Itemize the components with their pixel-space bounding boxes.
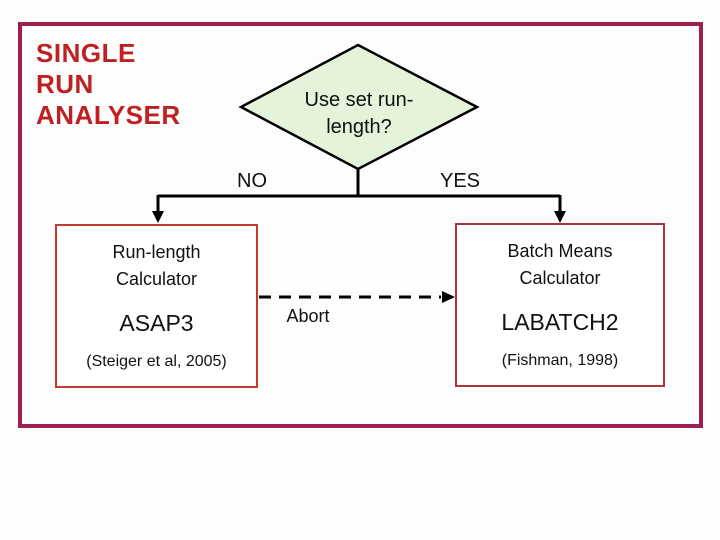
branch-connector-lines <box>156 168 562 212</box>
arrow-down-left-icon <box>152 211 164 223</box>
box-name: Run-length Calculator <box>112 242 201 289</box>
slide-title-line: RUN <box>36 69 94 99</box>
box-tool: ASAP3 <box>119 310 194 336</box>
box-name: Batch Means Calculator <box>507 241 613 288</box>
branch-label-yes: YES <box>439 170 481 192</box>
slide-title-line: SINGLE <box>36 38 136 68</box>
decision-label: Use set run- length? <box>304 89 414 138</box>
batch-means-calculator-box: Batch Means Calculator LABATCH2 (Fishman… <box>455 223 665 387</box>
slide-title-line: ANALYSER <box>36 100 181 130</box>
arrow-right-icon <box>442 291 455 303</box>
arrow-down-right-icon <box>554 211 566 223</box>
slide-title: SINGLE RUN ANALYSER <box>36 38 181 131</box>
abort-label: Abort <box>286 306 330 326</box>
run-length-calculator-box: Run-length Calculator ASAP3 (Steiger et … <box>55 224 258 388</box>
slide-border <box>18 22 703 428</box>
box-citation: (Steiger et al, 2005) <box>86 353 227 370</box>
box-citation: (Fishman, 1998) <box>501 352 619 369</box>
box-tool: LABATCH2 <box>501 309 619 335</box>
branch-label-no: NO <box>237 170 267 192</box>
